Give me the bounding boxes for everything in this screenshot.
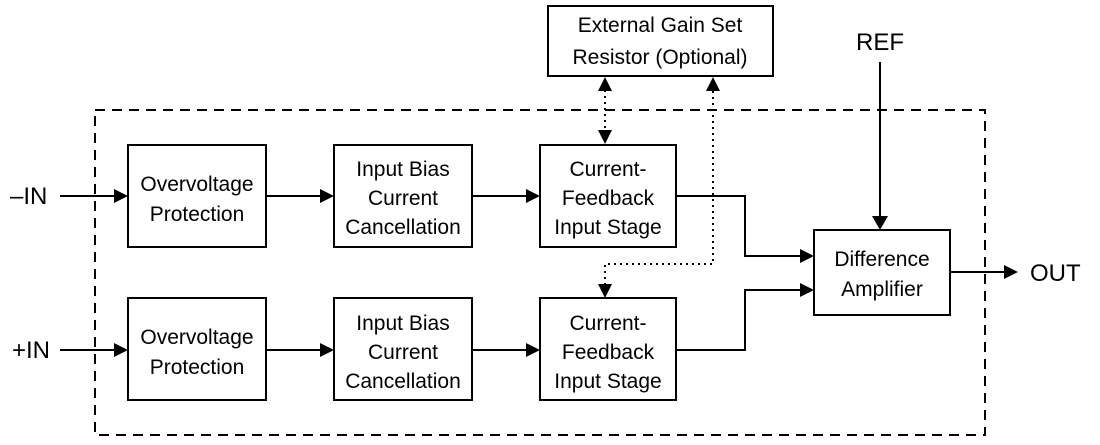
difference-amplifier-block: Difference Amplifier [813,229,951,316]
top-input-bias-cancellation-block: Input Bias Current Cancellation [333,144,473,248]
bottom-ovp-line2: Protection [150,356,245,379]
bottom-cfb-to-diffamp-arrowhead [800,283,814,297]
bottom-current-feedback-input-stage-block: Current- Feedback Input Stage [539,297,677,401]
bottom-overvoltage-protection-block: Overvoltage Protection [127,297,267,401]
top-ovp-line1: Overvoltage [140,173,253,196]
external-gain-resistor-block: External Gain Set Resistor (Optional) [547,5,774,77]
minus-input-label: –IN [10,183,47,210]
top-cfb-line1: Current- [569,158,646,181]
bottom-cfb-to-diffamp-wire [676,289,800,351]
gain-set-top-down-arrowhead [598,130,612,144]
gain-set-bottom-down-arrowhead [598,284,612,298]
output-label: OUT [1030,260,1081,287]
top-ibc-line3: Cancellation [345,216,461,239]
top-overvoltage-protection-block: Overvoltage Protection [127,144,267,248]
bottom-ovp-line1: Overvoltage [140,326,253,349]
top-ibc-line2: Current [368,187,438,210]
top-ovp-line2: Protection [150,203,245,226]
output-arrowhead [1004,265,1018,279]
top-cfb-line2: Feedback [562,187,655,210]
bottom-ibc-line2: Current [368,341,438,364]
external-resistor-line2: Resistor (Optional) [572,46,747,69]
bottom-input-bias-cancellation-block: Input Bias Current Cancellation [333,297,473,401]
ref-label: REF [856,29,904,56]
plus-input-label: +IN [12,337,50,364]
bottom-ovp-to-ibc-arrowhead [320,343,334,357]
diffamp-line2: Amplifier [841,278,923,301]
top-ovp-to-ibc-arrowhead [320,189,334,203]
bottom-ibc-line1: Input Bias [356,312,449,335]
top-ibc-line1: Input Bias [356,158,449,181]
bottom-cfb-line1: Current- [569,312,646,335]
top-cfb-to-diffamp-arrowhead [800,249,814,263]
plus-input-arrowhead [114,343,128,357]
bottom-ibc-line3: Cancellation [345,370,461,393]
top-ibc-to-cfb-arrowhead [526,189,540,203]
minus-input-arrowhead [114,189,128,203]
bottom-cfb-line3: Input Stage [554,370,661,393]
bottom-cfb-line2: Feedback [562,341,655,364]
gain-set-bottom-up-arrowhead [706,77,720,91]
top-cfb-line3: Input Stage [554,216,661,239]
gain-set-top-up-arrowhead [598,77,612,91]
external-resistor-line1: External Gain Set [578,14,743,37]
device-boundary [94,109,986,436]
top-cfb-to-diffamp-wire [676,195,800,257]
top-current-feedback-input-stage-block: Current- Feedback Input Stage [539,144,677,248]
bottom-ibc-to-cfb-arrowhead [526,343,540,357]
diffamp-line1: Difference [834,248,929,271]
ref-arrowhead [872,216,888,230]
